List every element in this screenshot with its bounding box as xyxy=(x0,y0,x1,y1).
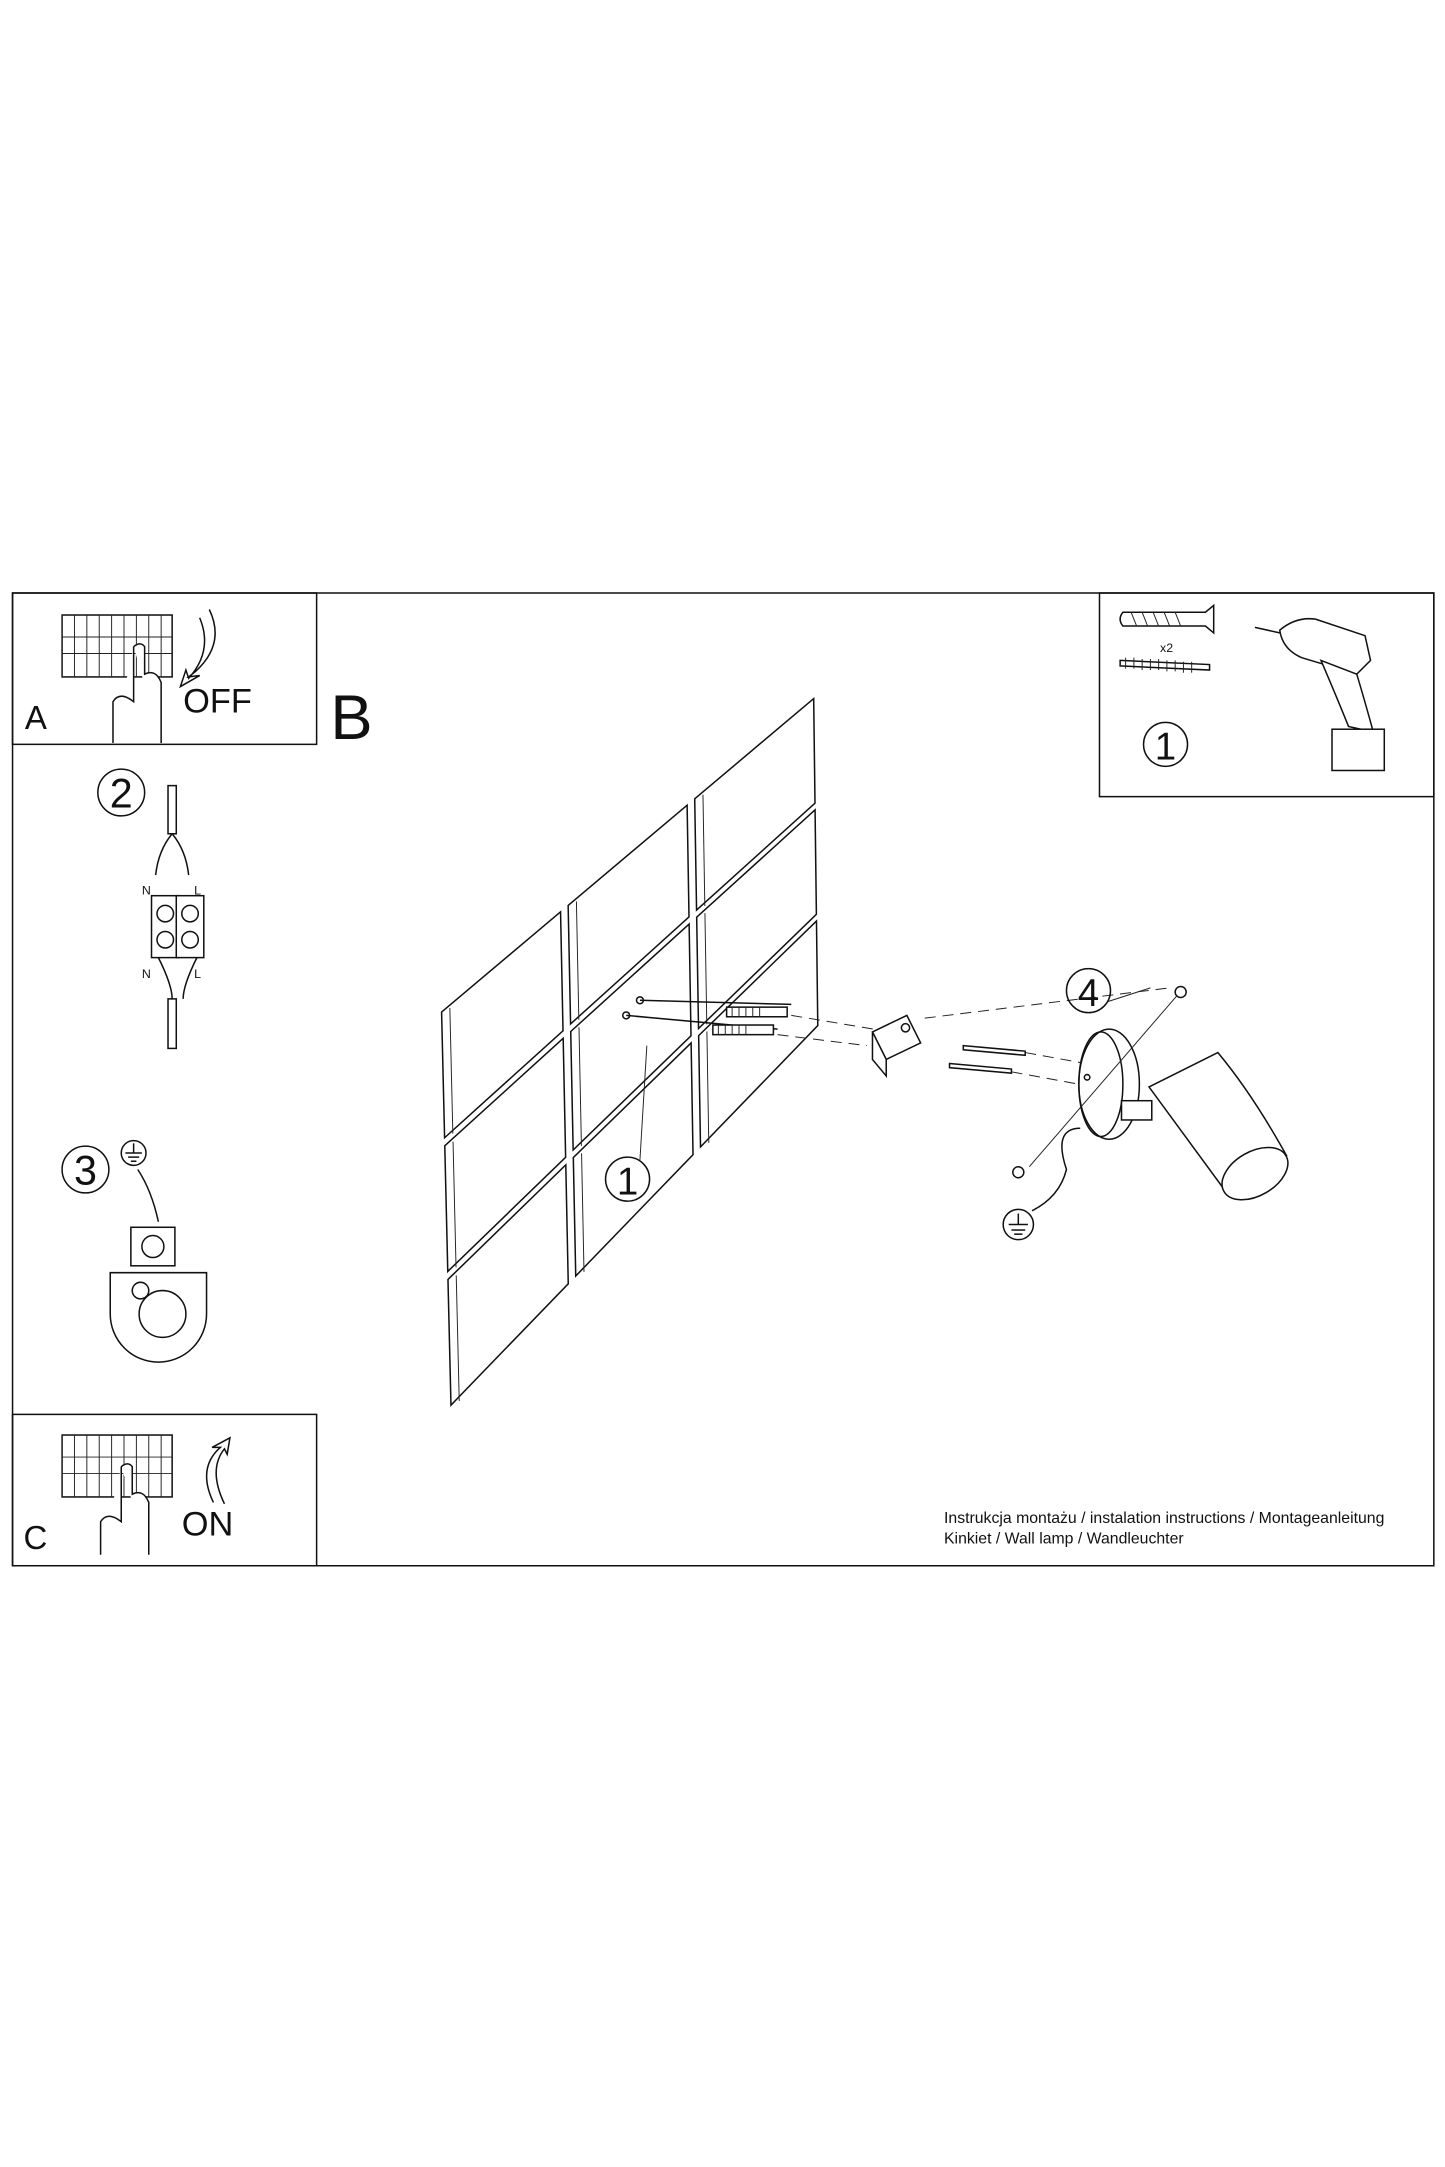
step-3-number: 3 xyxy=(74,1148,97,1194)
tools-step-1-circle xyxy=(1142,721,1189,768)
step-3-circle xyxy=(61,1145,110,1194)
wall-tile xyxy=(447,1163,570,1407)
drill-icon xyxy=(1254,617,1386,772)
wall-tiles xyxy=(440,696,819,1407)
tile-edge xyxy=(575,901,580,1020)
wall-step-1-number: 1 xyxy=(617,1160,638,1203)
wall-tile xyxy=(572,1041,694,1278)
tile-edge xyxy=(581,1153,585,1272)
circuit-breaker-on-icon xyxy=(61,1434,231,1555)
panel-c-on-label: ON xyxy=(182,1505,234,1543)
wall-dowels-icon xyxy=(621,996,874,1047)
panel-c-box xyxy=(11,1413,318,1567)
live-bottom-label: L xyxy=(194,967,201,981)
wall-tile xyxy=(440,910,564,1140)
wall-tile xyxy=(567,803,690,1026)
wall-tile xyxy=(695,808,818,1031)
wall-lamp-icon xyxy=(1002,985,1289,1241)
step-4-circle xyxy=(1065,967,1112,1014)
panel-c-letter: C xyxy=(24,1519,48,1556)
tile-edge xyxy=(452,1141,457,1268)
mounting-bracket-icon xyxy=(871,987,1170,1088)
tile-edge xyxy=(706,1031,710,1143)
neutral-bottom-label: N xyxy=(142,967,151,981)
terminal-block-icon xyxy=(150,784,205,1050)
tile-edge xyxy=(449,1007,454,1134)
panel-a-off-label: OFF xyxy=(183,683,252,721)
footer-line-2: Kinkiet / Wall lamp / Wandleuchter xyxy=(944,1531,1184,1548)
wall-plug-screw-icon xyxy=(1119,603,1215,673)
tile-edge xyxy=(702,794,706,907)
panel-a-box xyxy=(11,592,318,746)
tile-edge xyxy=(704,913,708,1025)
panel-a-letter: A xyxy=(25,699,47,736)
wall-step-1-circle xyxy=(604,1156,651,1202)
step-2-circle xyxy=(97,768,146,817)
tile-edge xyxy=(455,1275,460,1402)
neutral-top-label: N xyxy=(142,883,151,897)
tile-edge xyxy=(578,1027,582,1146)
step-4-number: 4 xyxy=(1078,972,1099,1015)
wall-tile xyxy=(569,922,692,1152)
tools-box xyxy=(1098,592,1435,798)
footer-line-1: Instrukcja montażu / instalation instruc… xyxy=(944,1510,1384,1527)
tools-step-1-number: 1 xyxy=(1155,725,1176,768)
outer-frame xyxy=(11,592,1435,1567)
step-2-number: 2 xyxy=(110,771,133,817)
wall-tile xyxy=(444,1036,567,1274)
quantity-label: x2 xyxy=(1160,641,1173,655)
wall-tile xyxy=(693,696,816,912)
ground-terminal-icon xyxy=(109,1139,208,1363)
live-top-label: L xyxy=(194,883,201,897)
circuit-breaker-off-icon xyxy=(61,609,216,743)
panel-b-letter: B xyxy=(330,683,372,753)
